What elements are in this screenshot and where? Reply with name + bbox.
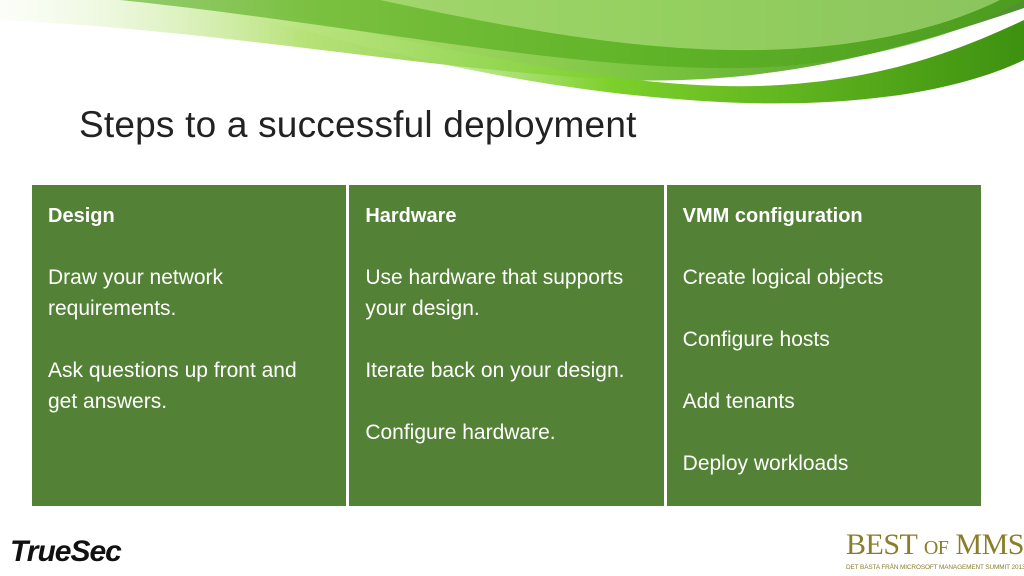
- card-text: Create logical objects: [682, 266, 884, 289]
- logo-word-mms: MMS: [955, 528, 1024, 561]
- card-design: Design Draw your network requirements. A…: [32, 185, 347, 506]
- card-heading: Design: [48, 205, 115, 227]
- card-heading: VMM configuration: [682, 205, 863, 227]
- card-heading: Hardware: [365, 205, 457, 227]
- card-text: Draw your network requirements.: [48, 266, 224, 320]
- green-swoosh-decoration: [0, 0, 1024, 104]
- card-text: Ask questions up front and get answers.: [48, 359, 297, 413]
- logo-wordmark: BEST OF MMS: [846, 528, 1024, 563]
- card-vmm-configuration: VMM configuration Create logical objects…: [666, 185, 981, 506]
- slide-title: Steps to a successful deployment: [79, 104, 637, 145]
- card-hardware: Hardware Use hardware that supports your…: [349, 185, 664, 506]
- card-text: Iterate back on your design.: [365, 359, 625, 382]
- card-text: Configure hardware.: [365, 421, 556, 444]
- card-text: Configure hosts: [682, 328, 830, 351]
- logo-word-best: BEST: [846, 528, 917, 561]
- card-text: Deploy workloads: [682, 452, 849, 475]
- logo-tagline: DET BÄSTA FRÅN MICROSOFT MANAGEMENT SUMM…: [846, 564, 1024, 571]
- best-of-mms-logo: BEST OF MMS DET BÄSTA FRÅN MICROSOFT MAN…: [846, 528, 1024, 572]
- card-text: Add tenants: [682, 390, 795, 413]
- truesec-logo: TrueSec: [10, 535, 122, 568]
- logo-word-of: OF: [923, 537, 949, 559]
- card-text: Use hardware that supports your design.: [365, 266, 624, 320]
- steps-cards: Design Draw your network requirements. A…: [32, 185, 981, 506]
